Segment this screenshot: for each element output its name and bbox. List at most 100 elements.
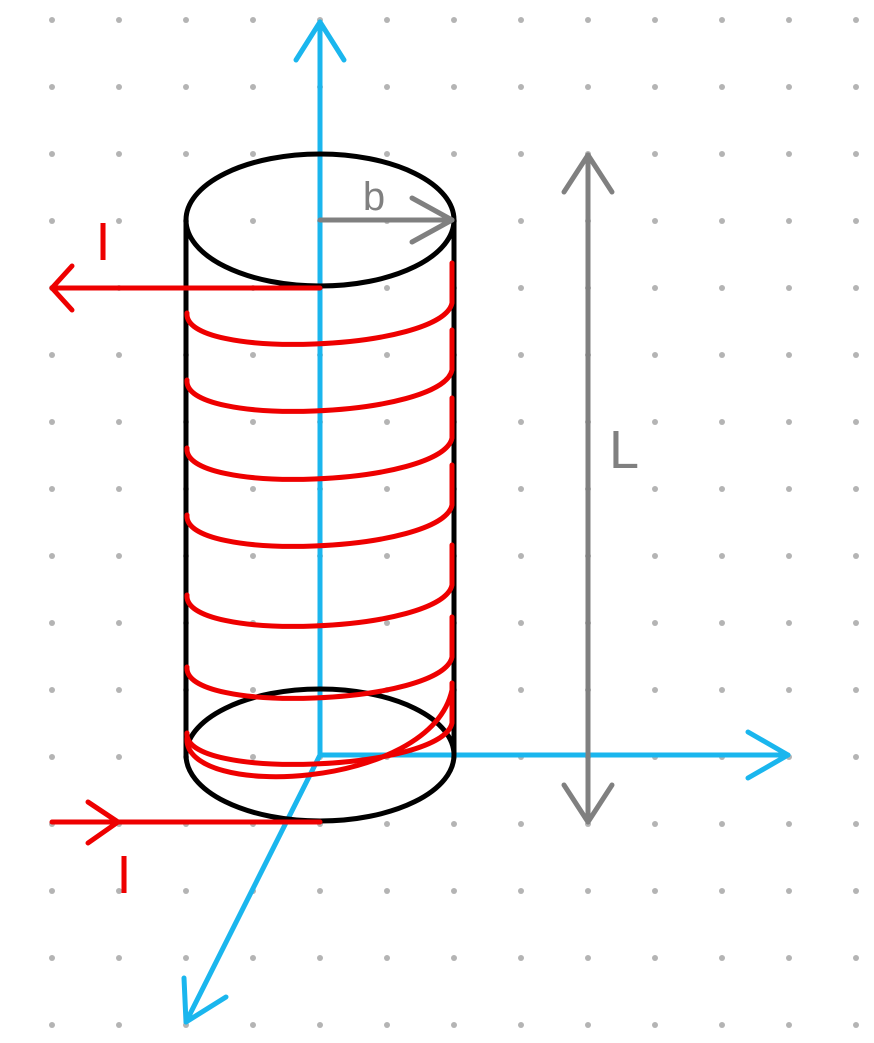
grid-dot	[652, 955, 658, 961]
grid-dot	[250, 84, 256, 90]
grid-dot	[719, 821, 725, 827]
current-lead-top-arrowhead	[49, 263, 75, 313]
coil-turn	[184, 614, 455, 701]
grid-dot	[652, 620, 658, 626]
grid-dot	[786, 955, 792, 961]
grid-dot	[451, 151, 457, 157]
grid-dot	[317, 1022, 323, 1028]
grid-dot	[518, 888, 524, 894]
grid-dot	[719, 955, 725, 961]
grid-dot	[384, 955, 390, 961]
grid-dot	[384, 84, 390, 90]
grid-dot	[49, 419, 55, 425]
grid-dot	[518, 84, 524, 90]
grid-dot	[49, 888, 55, 894]
grid-dot	[116, 1022, 122, 1028]
grid-dot	[518, 955, 524, 961]
grid-dot	[585, 1022, 591, 1028]
grid-dot	[116, 17, 122, 23]
grid-dot	[183, 888, 189, 894]
radius-arrowhead	[409, 195, 455, 245]
grid-dot	[719, 888, 725, 894]
grid-dot	[518, 1022, 524, 1028]
grid-dot	[384, 285, 390, 291]
grid-dot	[384, 17, 390, 23]
grid-dot	[585, 17, 591, 23]
coil-turn	[184, 687, 455, 780]
coil-windings	[184, 260, 455, 780]
cylinder-bottom-back-arc	[183, 686, 457, 756]
grid-dot	[853, 486, 859, 492]
grid-dot	[652, 218, 658, 224]
grid-dot	[518, 486, 524, 492]
grid-dot	[250, 553, 256, 559]
coil-turn	[184, 542, 455, 629]
current-label-top: I	[95, 212, 110, 272]
grid-dot	[786, 419, 792, 425]
grid-dot	[451, 1022, 457, 1028]
grid-dot	[116, 553, 122, 559]
grid-dot	[786, 218, 792, 224]
grid-dot	[518, 553, 524, 559]
grid-dot	[853, 687, 859, 693]
current-leads	[49, 263, 323, 846]
grid-dot	[250, 687, 256, 693]
radius-marker	[317, 195, 455, 245]
grid-dot	[451, 821, 457, 827]
coil-turn	[184, 395, 455, 482]
grid-dot	[518, 419, 524, 425]
grid-dot	[250, 17, 256, 23]
grid-dot	[49, 17, 55, 23]
grid-dot	[652, 553, 658, 559]
grid-dot	[518, 285, 524, 291]
grid-dot	[250, 352, 256, 358]
grid-dot	[116, 151, 122, 157]
grid-dot	[384, 419, 390, 425]
grid-dot	[786, 17, 792, 23]
coil-turn	[184, 462, 455, 549]
grid-dot	[786, 151, 792, 157]
grid-dot	[116, 687, 122, 693]
grid-dot	[49, 84, 55, 90]
grid-dot	[384, 352, 390, 358]
z-axis-arrowhead	[293, 19, 347, 63]
grid-dot	[719, 151, 725, 157]
grid-dot	[719, 218, 725, 224]
grid-dot	[652, 419, 658, 425]
grid-dot	[384, 620, 390, 626]
grid-dot	[183, 955, 189, 961]
grid-dot	[49, 151, 55, 157]
grid-dot	[786, 486, 792, 492]
grid-dot	[853, 419, 859, 425]
grid-dot	[451, 17, 457, 23]
grid-dot	[49, 955, 55, 961]
grid-dot	[317, 888, 323, 894]
grid-dot	[384, 151, 390, 157]
grid-dot	[585, 955, 591, 961]
coil-turn	[184, 680, 455, 767]
grid-dot	[451, 955, 457, 961]
radius-label: b	[363, 175, 385, 219]
grid-dot	[183, 84, 189, 90]
grid-dot	[116, 352, 122, 358]
grid-dot	[183, 151, 189, 157]
grid-dot	[518, 687, 524, 693]
current-lead-bottom-arrowhead	[85, 799, 121, 846]
grid-dot	[719, 486, 725, 492]
grid-dot	[116, 888, 122, 894]
grid-dot	[49, 352, 55, 358]
coil-turn	[184, 260, 455, 347]
length-marker	[561, 152, 615, 825]
length-arrowhead-bottom	[561, 782, 615, 825]
grid-dot	[652, 352, 658, 358]
grid-dot	[652, 84, 658, 90]
grid-dot	[250, 1022, 256, 1028]
grid-dot	[652, 486, 658, 492]
grid-dot	[384, 553, 390, 559]
grid-dot	[719, 17, 725, 23]
grid-dot	[786, 821, 792, 827]
grid-dot	[853, 84, 859, 90]
y-axis	[183, 752, 323, 1025]
grid-dot	[853, 1022, 859, 1028]
grid-dot	[853, 285, 859, 291]
